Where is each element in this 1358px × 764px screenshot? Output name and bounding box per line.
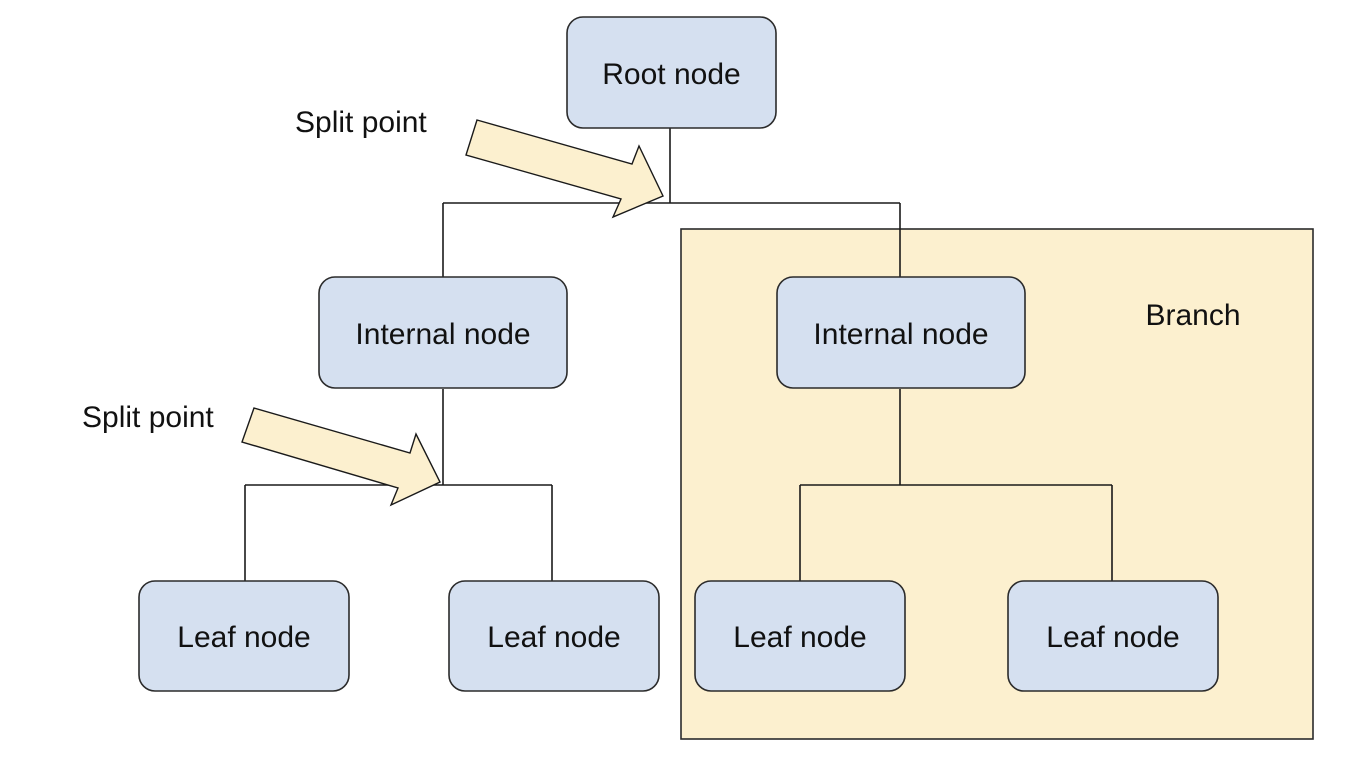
root-node-box	[566, 16, 777, 129]
leaf-node-3: Leaf node	[694, 580, 906, 692]
split-point-top: Split point	[295, 106, 664, 219]
leaf-node-2: Leaf node	[448, 580, 660, 692]
internal-node-left: Internal node	[318, 276, 568, 389]
internal-node-right: Internal node	[776, 276, 1026, 389]
leaf-node-2-label: Leaf node	[487, 621, 620, 654]
root-node: Root node	[566, 16, 777, 129]
leaf-node-3-label: Leaf node	[733, 621, 866, 654]
split-point-bottom-arrow-icon	[241, 407, 441, 507]
internal-node-left-label: Internal node	[355, 318, 530, 351]
leaf-node-4-label: Leaf node	[1046, 621, 1179, 654]
leaf-node-1-box	[138, 580, 350, 692]
leaf-node-4: Leaf node	[1007, 580, 1219, 692]
split-point-bottom: Split point	[82, 401, 441, 507]
leaf-node-2-box	[448, 580, 660, 692]
internal-node-right-label: Internal node	[813, 318, 988, 351]
split-point-top-label: Split point	[295, 106, 427, 139]
leaf-node-1-label: Leaf node	[177, 621, 310, 654]
split-point-top-arrow-icon	[465, 119, 664, 219]
split-point-bottom-label: Split point	[82, 401, 214, 434]
root-node-label: Root node	[602, 58, 740, 91]
leaf-node-1: Leaf node	[138, 580, 350, 692]
branch-label: Branch	[1145, 299, 1240, 332]
leaf-node-3-box	[694, 580, 906, 692]
internal-node-right-box	[776, 276, 1026, 389]
leaf-node-4-box	[1007, 580, 1219, 692]
internal-node-left-box	[318, 276, 568, 389]
